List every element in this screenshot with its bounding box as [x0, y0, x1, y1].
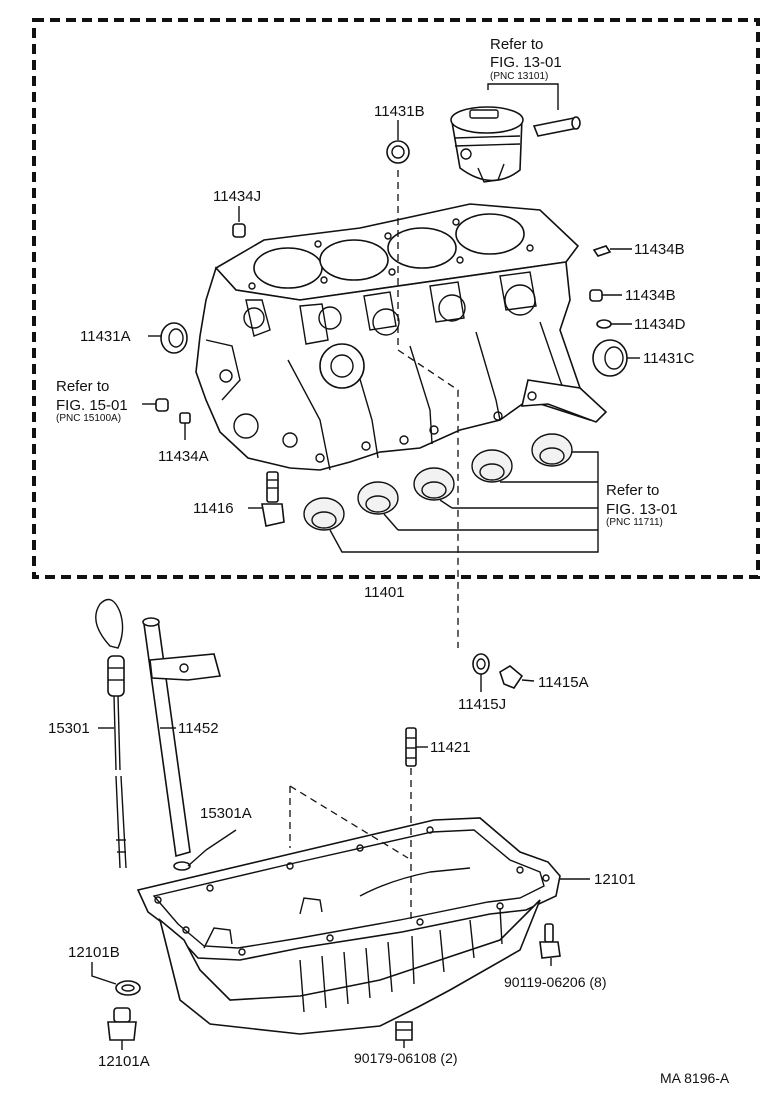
- ref-bearing-line1: Refer to: [606, 482, 659, 499]
- main-bearing-set: [303, 433, 573, 531]
- bolt-90119: [539, 923, 561, 959]
- drawing-code: MA 8196-A: [660, 1070, 730, 1086]
- piston-ref-bracket: [487, 83, 559, 110]
- oil-passage-dash: [397, 170, 459, 648]
- label-12101: 12101: [594, 871, 636, 888]
- stud-11421: [405, 727, 417, 767]
- plug-11434J: [232, 223, 246, 238]
- label-11434J: 11434J: [213, 188, 261, 205]
- ref-bearing-line3: (PNC 11711): [606, 517, 663, 528]
- seal-11431A: [160, 322, 188, 354]
- label-12101A: 12101A: [98, 1053, 150, 1070]
- plug-15100A: [155, 398, 169, 412]
- plug-90179: [395, 1021, 413, 1041]
- label-11416: 11416: [193, 500, 234, 517]
- dipstick-15301: [95, 598, 127, 869]
- plug-11434D: [596, 319, 612, 329]
- oil-pan-12101: [136, 817, 561, 1035]
- ref-piston-line1: Refer to: [490, 36, 543, 53]
- label-11452: 11452: [178, 720, 219, 737]
- label-12101B: 12101B: [68, 944, 120, 961]
- seal-11431C: [592, 339, 628, 377]
- ref-stiffener-line2: FIG. 15-01: [56, 397, 128, 414]
- label-11415A: 11415A: [538, 674, 589, 691]
- label-11421: 11421: [430, 739, 471, 756]
- label-11431A: 11431A: [80, 328, 131, 345]
- ref-piston-line2: FIG. 13-01: [490, 54, 562, 71]
- plug-11434B-top: [592, 245, 612, 257]
- label-90119: 90119-06206 (8): [504, 974, 606, 990]
- piston-drawing: [450, 106, 581, 183]
- stud-11416: [261, 471, 285, 527]
- plug-11415A: [499, 665, 524, 689]
- label-11431B: 11431B: [374, 103, 425, 120]
- label-11431C: 11431C: [643, 350, 695, 367]
- gasket-12101B: [115, 980, 141, 996]
- label-11415J: 11415J: [458, 696, 506, 713]
- washer-11415J: [472, 653, 490, 675]
- label-11434A: 11434A: [158, 448, 209, 465]
- label-11434B-mid: 11434B: [625, 287, 676, 304]
- label-15301: 15301: [48, 720, 90, 737]
- label-11434D: 11434D: [634, 316, 686, 333]
- plug-11434B-mid: [589, 289, 603, 302]
- drain-plug-12101A: [107, 1007, 137, 1041]
- cylinder-block-drawing: [195, 203, 608, 471]
- ref-stiffener-line3: (PNC 15100A): [56, 413, 121, 424]
- dipstick-guide-11452: [142, 617, 222, 871]
- label-15301A: 15301A: [200, 805, 252, 822]
- ref-bearing-line2: FIG. 13-01: [606, 501, 678, 518]
- ref-stiffener-line1: Refer to: [56, 378, 109, 395]
- pin-11434A: [179, 412, 191, 424]
- leader-12101B: [91, 962, 117, 985]
- block-assembly-frame: [32, 18, 760, 579]
- label-11401: 11401: [364, 584, 405, 601]
- seal-11431B: [386, 140, 410, 164]
- ref-piston-line3: (PNC 13101): [490, 71, 548, 82]
- bearing-bracket: [329, 451, 599, 553]
- label-90179: 90179-06108 (2): [354, 1050, 458, 1066]
- label-11434B-top: 11434B: [634, 241, 685, 258]
